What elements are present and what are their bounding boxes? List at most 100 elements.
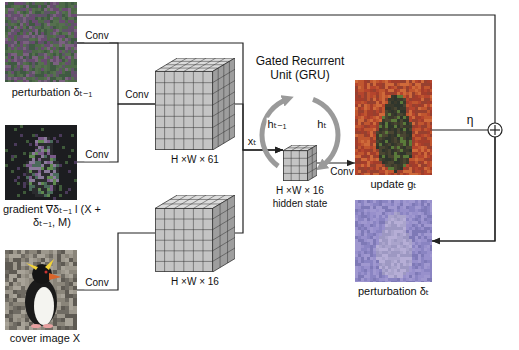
rock-background-pixel — [21, 314, 25, 318]
gradient-image-pixel — [41, 188, 44, 191]
update-image-pixel — [400, 80, 403, 83]
rock-background-pixel — [61, 286, 65, 290]
perturbation-image-pixel — [74, 5, 77, 8]
perturbation-image-pixel — [65, 47, 68, 50]
perturbation-image-pixel — [41, 23, 44, 26]
perturbation-image-pixel — [35, 11, 38, 14]
perturbation-image-pixel — [26, 41, 29, 44]
gradient-image-pixel — [11, 167, 14, 170]
gradient-image-pixel — [5, 164, 8, 167]
gradient-image-pixel — [50, 173, 53, 176]
update-image-pixel — [397, 95, 400, 98]
perturbation-image-pixel — [38, 74, 41, 77]
perturbation-image-pixel — [50, 80, 53, 82]
perturbation-image-pixel — [20, 53, 23, 56]
gradient-image-pixel — [14, 179, 17, 182]
gradient-image-pixel — [14, 191, 17, 194]
update-image-pixel — [415, 83, 418, 86]
update-image-pixel — [376, 104, 379, 107]
gradient-image-pixel — [65, 140, 68, 143]
perturbation-image-pixel — [65, 74, 68, 77]
gradient-image-pixel — [5, 194, 8, 197]
perturbation-image-pixel — [26, 17, 29, 20]
gradient-image-pixel — [62, 191, 65, 194]
perturbation-image-pixel — [14, 41, 17, 44]
gradient-image-pixel — [62, 197, 65, 200]
gradient-image-pixel — [41, 164, 44, 167]
cube-grid-line — [283, 158, 307, 159]
gradient-image-pixel — [65, 128, 68, 131]
gradient-image-pixel — [14, 137, 17, 140]
rock-background-pixel — [21, 302, 25, 306]
update-image-pixel — [430, 86, 432, 89]
gradient-image-pixel — [23, 131, 26, 134]
update-image-pixel — [373, 89, 376, 92]
perturbation-image-pixel — [17, 11, 20, 14]
node-picture — [5, 250, 77, 330]
perturbation-image-pixel — [41, 47, 44, 50]
rock-background-pixel — [13, 274, 17, 278]
perturbation-image-pixel — [44, 53, 47, 56]
perturbation-image-pixel — [20, 68, 23, 71]
gradient-image-pixel — [44, 167, 47, 170]
rock-background-pixel — [17, 254, 21, 258]
perturbation-image-pixel — [26, 5, 29, 8]
perturbation-image-pixel — [17, 35, 20, 38]
update-image-pixel — [376, 95, 379, 98]
perturbation-image-pixel — [17, 26, 20, 29]
perturbation-image-pixel — [53, 35, 56, 38]
gradient-image-pixel — [11, 173, 14, 176]
gradient-image-pixel — [38, 155, 41, 158]
perturbation-image-pixel — [38, 20, 41, 23]
gradient-image-pixel — [23, 167, 26, 170]
perturbation-image-pixel — [20, 23, 23, 26]
perturbation-image-pixel — [56, 56, 59, 59]
gradient-image-pixel — [23, 170, 26, 173]
perturbation-image-pixel — [32, 26, 35, 29]
gradient-image-pixel — [20, 137, 23, 140]
perturbation-image-pixel — [20, 50, 23, 53]
perturbation-image-pixel — [20, 38, 23, 41]
perturbation-image-pixel — [47, 20, 50, 23]
update-image-pixel — [355, 89, 358, 92]
perturbation-image-pixel — [68, 44, 71, 47]
gradient-image-pixel — [53, 194, 56, 197]
gradient-image-pixel — [53, 125, 56, 128]
update-image-pixel — [370, 95, 373, 98]
update-image-pixel — [403, 95, 406, 98]
perturbation-image-pixel — [41, 14, 44, 17]
rock-background-pixel — [69, 266, 73, 270]
perturbation-image-pixel — [44, 17, 47, 20]
perturbation-image-pixel — [68, 56, 71, 59]
gradient-image-pixel — [8, 158, 11, 161]
perturbation-image-pixel — [26, 11, 29, 14]
perturbation-image-pixel — [59, 80, 62, 82]
rock-background-pixel — [45, 254, 49, 258]
gradient-image-pixel — [20, 170, 23, 173]
perturbation-image-pixel — [56, 62, 59, 65]
cube-side-face — [213, 58, 235, 150]
perturbation-image-pixel — [11, 2, 14, 5]
perturbation-image-pixel — [8, 74, 11, 77]
gradient-image-pixel — [65, 185, 68, 188]
gradient-image-pixel — [47, 143, 50, 146]
perturbation-image-pixel — [14, 11, 17, 14]
gradient-image-pixel — [65, 131, 68, 134]
gradient-image-pixel — [32, 146, 35, 149]
update-image-pixel — [409, 86, 412, 89]
gradient-image-pixel — [50, 128, 53, 131]
perturbation-image-pixel — [14, 80, 17, 82]
gradient-image-pixel — [59, 197, 62, 200]
gradient-image-pixel — [8, 182, 11, 185]
perturbation-image-pixel — [74, 2, 77, 5]
gradient-image-pixel — [38, 134, 41, 137]
update-image-pixel — [409, 92, 412, 95]
cube-grid-line — [155, 240, 213, 241]
caption-text: H ×W × 16 — [145, 275, 245, 288]
gradient-image-pixel — [44, 161, 47, 164]
update-image-pixel — [421, 83, 424, 86]
gradient-image-pixel — [74, 155, 77, 158]
perturbation-image-pixel — [62, 26, 65, 29]
perturbation-image-pixel — [74, 32, 77, 35]
